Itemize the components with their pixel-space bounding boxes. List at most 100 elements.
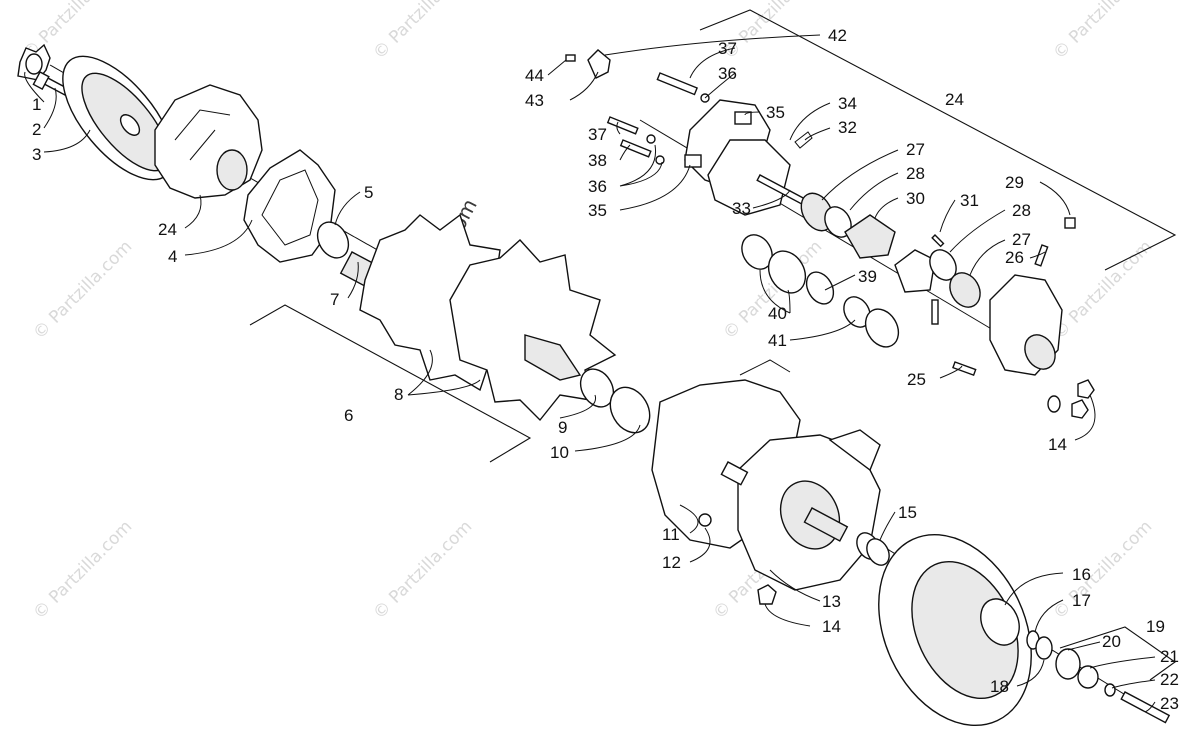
bushing-35-upper bbox=[734, 111, 752, 125]
group-brackets bbox=[249, 9, 1177, 681]
bushing-35-lower bbox=[684, 154, 702, 168]
callout-24-left: 24 bbox=[158, 220, 177, 239]
seal-9 bbox=[579, 368, 615, 408]
bleeder-26 bbox=[1034, 244, 1049, 267]
leader-24a bbox=[184, 194, 202, 229]
gasket-11-bracket bbox=[739, 359, 791, 376]
input-spline bbox=[720, 461, 749, 486]
seal-40-b bbox=[767, 250, 807, 294]
leader-31 bbox=[939, 199, 956, 233]
callout-3: 3 bbox=[32, 145, 41, 164]
gasket-4-inner bbox=[261, 169, 319, 246]
callout-15: 15 bbox=[898, 503, 917, 522]
star-nut-part bbox=[17, 43, 51, 81]
callout-29: 29 bbox=[1005, 173, 1024, 192]
leader-27a bbox=[821, 149, 899, 201]
callout-40: 40 bbox=[768, 304, 787, 323]
leader-37b bbox=[616, 121, 621, 135]
callout-28-lower: 28 bbox=[1012, 201, 1031, 220]
star-nut-hole bbox=[25, 53, 43, 75]
leader-1 bbox=[24, 71, 45, 103]
leader-40 bbox=[759, 269, 791, 314]
callout-43: 43 bbox=[525, 91, 544, 110]
seal-41 bbox=[864, 308, 900, 348]
seal-40-a bbox=[741, 234, 773, 270]
callout-1: 1 bbox=[32, 95, 41, 114]
bushing-27-lower bbox=[949, 272, 981, 308]
leader-8 bbox=[407, 349, 481, 396]
drive-sheave-bore bbox=[119, 114, 141, 136]
bolt-37-upper bbox=[656, 72, 698, 96]
callout-31: 31 bbox=[960, 191, 979, 210]
callout-42: 42 bbox=[828, 26, 847, 45]
leader-39 bbox=[824, 274, 856, 291]
bracket-group-6 bbox=[249, 304, 532, 463]
leader-16 bbox=[1004, 572, 1064, 606]
leader-27b bbox=[969, 239, 1006, 276]
leader-18 bbox=[1016, 659, 1045, 687]
callout-20: 20 bbox=[1102, 632, 1121, 651]
leader-34 bbox=[789, 102, 831, 141]
callout-7: 7 bbox=[330, 290, 339, 309]
callout-18: 18 bbox=[990, 677, 1009, 696]
callout-21: 21 bbox=[1160, 647, 1179, 666]
leader-26 bbox=[1029, 251, 1046, 259]
leader-36b bbox=[619, 144, 663, 187]
ring-28-upper bbox=[824, 206, 852, 238]
callout-27-lower: 27 bbox=[1012, 230, 1031, 249]
left-housing bbox=[154, 84, 263, 199]
callout-33: 33 bbox=[732, 199, 751, 218]
screw-44 bbox=[565, 54, 576, 62]
callout-36-lower: 36 bbox=[588, 177, 607, 196]
callout-39: 39 bbox=[858, 267, 877, 286]
watermark-5: © Partzilla.com bbox=[29, 237, 136, 344]
callout-4: 4 bbox=[168, 247, 177, 266]
callout-6: 6 bbox=[344, 406, 353, 425]
callout-labels: 1 2 3 24 4 5 7 8 6 9 10 11 12 13 14 14 1… bbox=[32, 26, 1179, 713]
callout-35-upper: 35 bbox=[766, 103, 785, 122]
bolt-37-lower bbox=[606, 116, 639, 135]
leader-9 bbox=[559, 394, 597, 419]
lower-case-parts bbox=[651, 359, 881, 605]
callout-16: 16 bbox=[1072, 565, 1091, 584]
bolt-25-lower bbox=[952, 361, 977, 377]
callout-14-lower: 14 bbox=[822, 617, 841, 636]
upper-assembly bbox=[565, 49, 1095, 419]
bracket-group-24 bbox=[699, 9, 1177, 271]
leader-5 bbox=[334, 191, 361, 226]
leader-33 bbox=[752, 189, 791, 209]
callout-25: 25 bbox=[907, 370, 926, 389]
leader-17 bbox=[1034, 599, 1064, 633]
callout-35-lower: 35 bbox=[588, 201, 607, 220]
callout-44: 44 bbox=[525, 66, 544, 85]
leader-10 bbox=[574, 424, 641, 452]
washer-14 bbox=[1047, 395, 1061, 413]
elbow-fitting-43 bbox=[587, 49, 611, 79]
sprocket-assembly bbox=[339, 213, 617, 422]
left-housing-ribs bbox=[174, 109, 231, 161]
callout-19: 19 bbox=[1146, 617, 1165, 636]
spring-washer-18 bbox=[1035, 636, 1053, 660]
shaft-tip bbox=[524, 334, 582, 381]
leader-14a bbox=[764, 603, 811, 627]
leader-4 bbox=[184, 219, 253, 256]
leader-15 bbox=[879, 511, 896, 541]
leader-42 bbox=[604, 34, 821, 56]
callout-41: 41 bbox=[768, 331, 787, 350]
leader-38 bbox=[619, 144, 631, 161]
bearing-10 bbox=[609, 386, 651, 434]
callout-38: 38 bbox=[588, 151, 607, 170]
leader-36a bbox=[704, 72, 736, 99]
brake-pad-30 bbox=[844, 214, 896, 259]
clip-31 bbox=[931, 234, 945, 248]
watermark-11: © Partzilla.com bbox=[1049, 517, 1156, 624]
leader-44 bbox=[547, 59, 567, 76]
driven-sheave-part bbox=[878, 533, 1032, 727]
left-housing-part bbox=[154, 84, 263, 199]
left-housing-bore bbox=[216, 149, 248, 191]
leader-28b bbox=[949, 209, 1006, 253]
driven-sheave-hub bbox=[980, 598, 1020, 646]
callout-36-upper: 36 bbox=[718, 64, 737, 83]
